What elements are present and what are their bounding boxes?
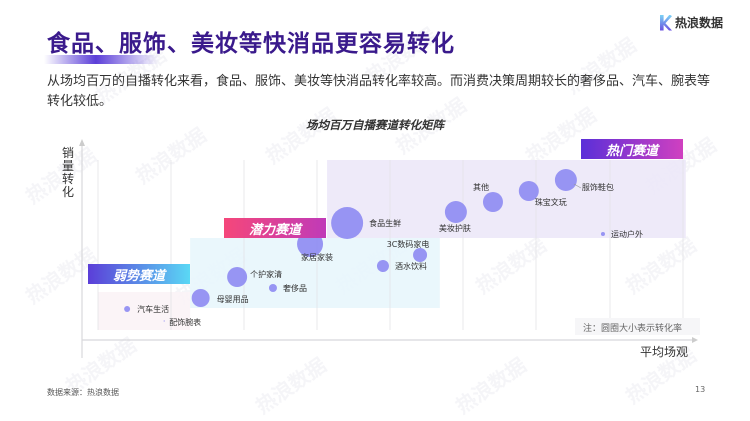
chart-title: 场均百万自播赛道转化矩阵 (306, 118, 444, 132)
bubble-label: 奢侈品 (283, 283, 307, 293)
bubble (482, 192, 503, 212)
brand-logo: 热浪数据 (660, 14, 723, 31)
bubble (444, 201, 467, 223)
bubble-label: 其他 (473, 182, 489, 192)
bubble-label: 服饰鞋包 (582, 182, 614, 192)
zone-area (327, 160, 686, 238)
x-axis-arrow (692, 337, 698, 343)
zone-area (98, 292, 191, 330)
title-underline (44, 55, 159, 64)
bubble (227, 267, 248, 287)
bubble-label: 家居家装 (301, 252, 333, 262)
bubble (413, 248, 428, 262)
chart-note: 注：圆圈大小表示转化率 (575, 318, 700, 335)
zone-label: 热门赛道 (581, 139, 683, 159)
bubble-label: 运动户外 (611, 229, 643, 239)
y-axis-arrow (79, 139, 85, 146)
bubble (124, 306, 131, 312)
bubble-label: 3C数码家电 (387, 239, 430, 249)
bubble-label: 母婴用品 (217, 295, 249, 304)
description: 从场均百万的自播转化来看，食品、服饰、美妆等快消品转化率较高。而消费决策周期较长… (47, 74, 711, 109)
zone-label: 潜力赛道 (224, 218, 326, 238)
zone-label: 弱势赛道 (88, 264, 190, 284)
leader-line (573, 183, 582, 189)
bubble (600, 232, 605, 236)
bubble-label: 食品生鲜 (369, 218, 401, 228)
bubble-label: 珠宝文玩 (535, 197, 567, 207)
bubble-label: 配饰腕表 (169, 317, 201, 327)
bubble-label: 酒水饮料 (395, 261, 427, 271)
logo-text: 热浪数据 (675, 16, 724, 30)
bubble-label: 美妆护肤 (439, 223, 471, 233)
y-axis-label: 销量转化 (62, 146, 75, 199)
bubble (331, 207, 364, 239)
data-source: 数据来源：热浪数据 (47, 388, 119, 397)
bubble (268, 284, 277, 292)
bubble (554, 169, 577, 191)
bubble (376, 260, 389, 272)
x-axis-label: 平均场观 (640, 345, 688, 359)
bubble (191, 289, 210, 307)
page-title: 食品、服饰、美妆等快消品更容易转化 (47, 31, 455, 57)
bubble (518, 181, 539, 201)
page-number: 13 (695, 385, 706, 394)
bubble-label: 个护家清 (250, 269, 282, 279)
bubble-label: 汽车生活 (137, 304, 169, 314)
bubble (163, 320, 165, 322)
